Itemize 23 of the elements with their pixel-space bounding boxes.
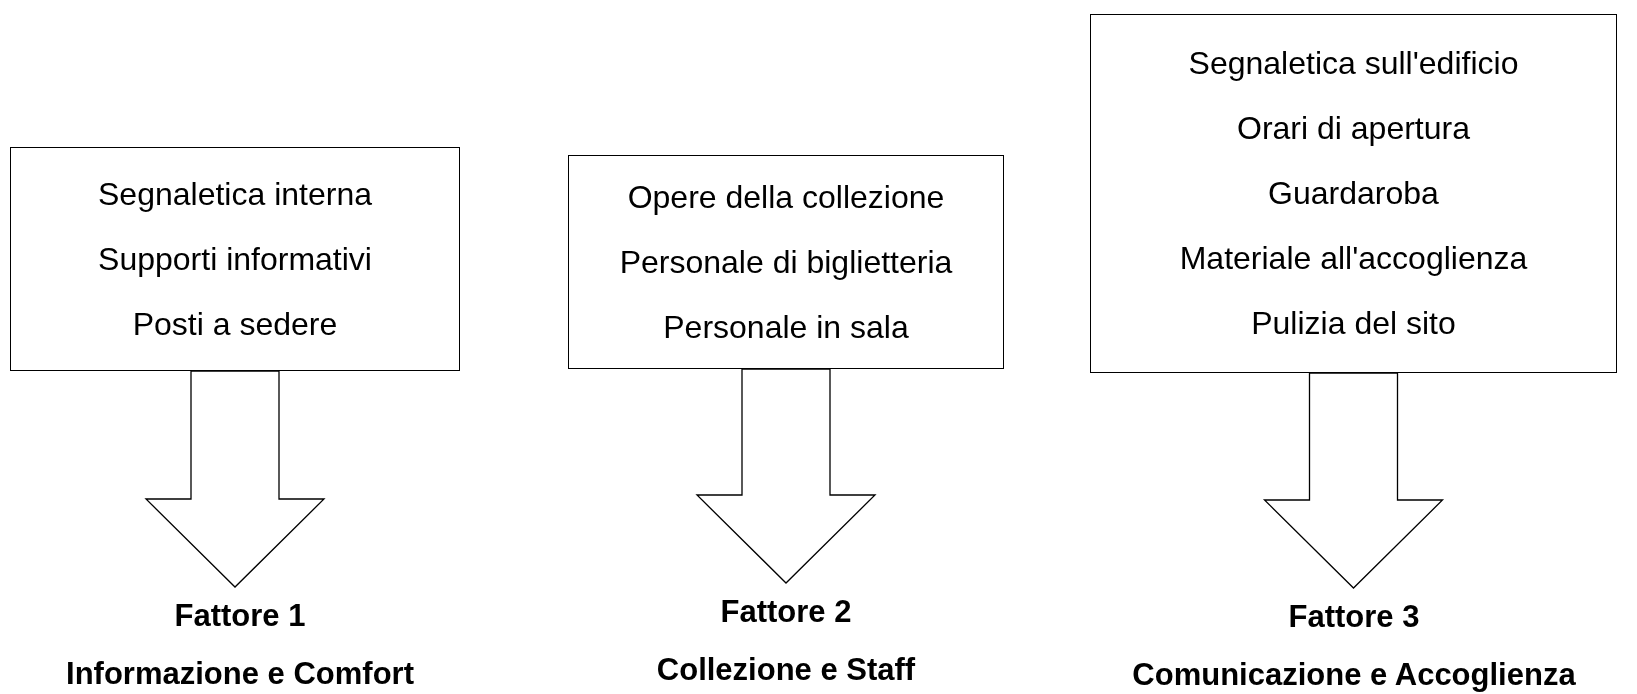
- factor-name: Comunicazione e Accoglienza: [1132, 656, 1576, 694]
- list-box: [1090, 14, 1617, 373]
- factor-title: Fattore 1: [174, 597, 306, 635]
- list-item: Personale di biglietteria: [619, 242, 953, 282]
- block-arrow: [695, 368, 877, 584]
- list-item: Supporti informativi: [98, 239, 372, 279]
- factor-title: Fattore 2: [720, 593, 852, 631]
- factor-name: Collezione e Staff: [656, 651, 916, 689]
- block-arrow: [1262, 372, 1445, 589]
- list-item: Orari di apertura: [1237, 109, 1470, 148]
- block-arrow: [144, 370, 326, 588]
- list-item: Posti a sedere: [132, 304, 338, 344]
- factor-name: Informazione e Comfort: [66, 655, 414, 693]
- list-item: Guardaroba: [1268, 174, 1439, 213]
- list-box: [568, 155, 1004, 369]
- list-item: Materiale all'accoglienza: [1179, 239, 1528, 278]
- list-item: Segnaletica sull'edificio: [1188, 44, 1519, 83]
- list-item: Personale in sala: [663, 307, 909, 347]
- list-item: Segnaletica interna: [98, 174, 372, 214]
- factor-title: Fattore 3: [1288, 598, 1420, 636]
- list-box: [10, 147, 460, 371]
- list-item: Pulizia del sito: [1251, 304, 1456, 343]
- list-item: Opere della collezione: [627, 177, 945, 217]
